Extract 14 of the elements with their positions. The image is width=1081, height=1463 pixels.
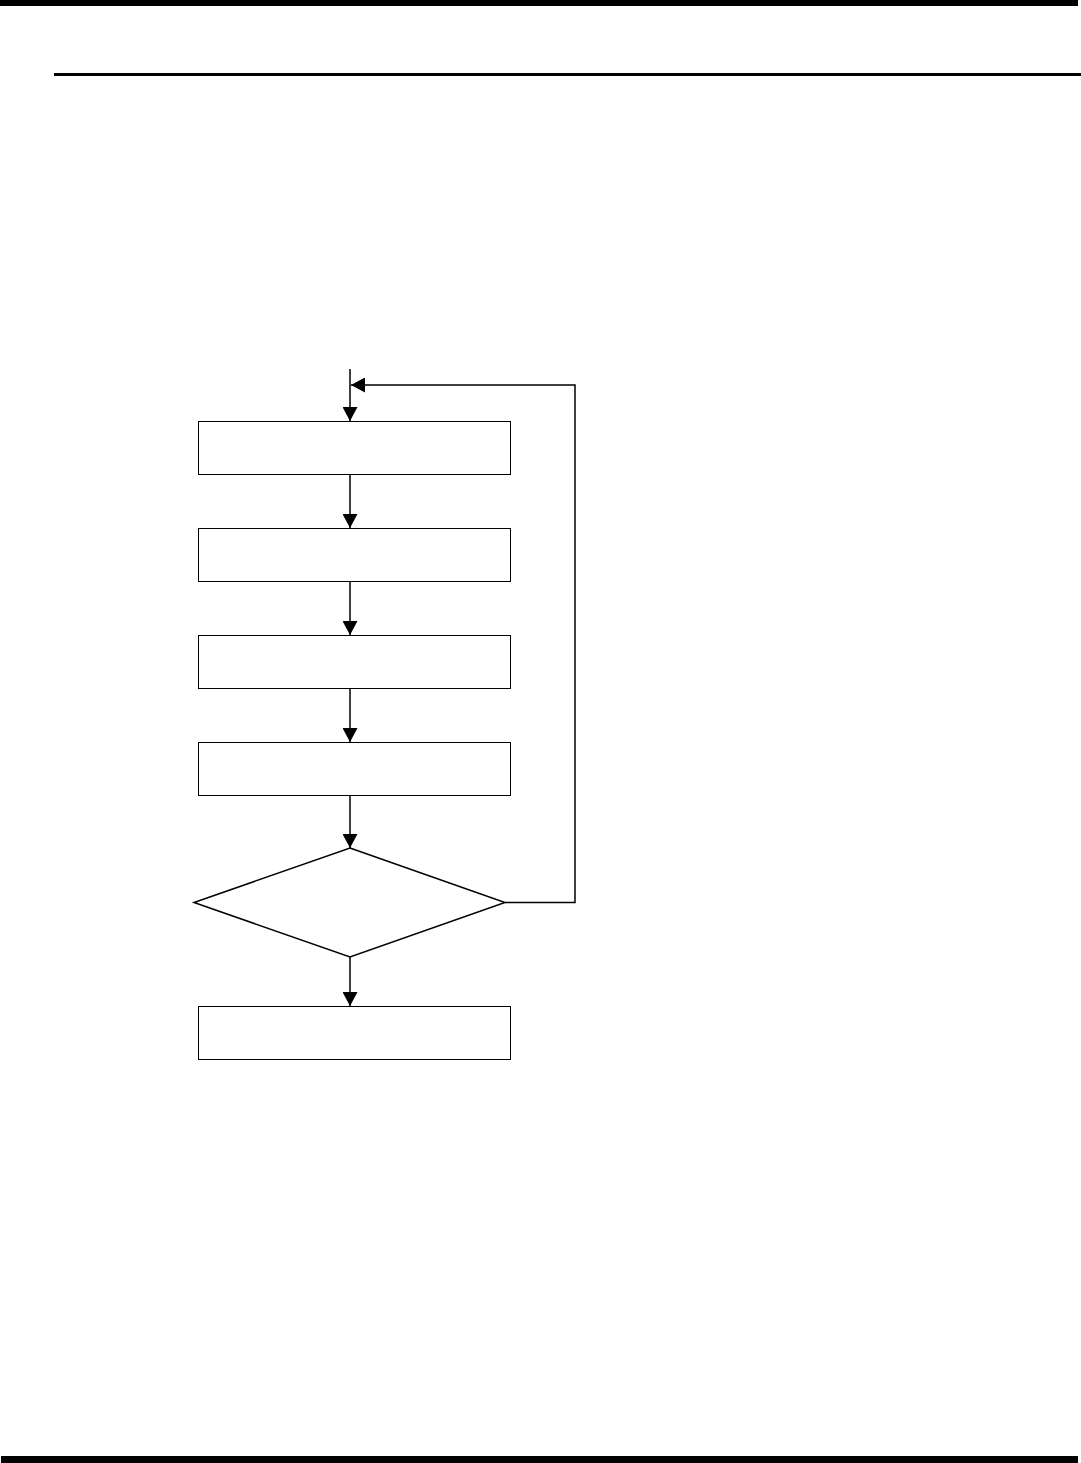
process-box — [198, 1006, 511, 1060]
process-box — [198, 742, 511, 796]
connector-line — [349, 368, 351, 386]
process-box — [198, 635, 511, 689]
arrow — [342, 956, 358, 1007]
arrow — [342, 474, 358, 529]
decision-diamond — [194, 848, 505, 957]
process-box — [198, 421, 511, 475]
loop-arrow — [350, 377, 576, 904]
process-box — [198, 528, 511, 582]
arrow — [342, 688, 358, 743]
arrow — [342, 795, 358, 849]
arrow — [342, 384, 358, 422]
arrow — [342, 581, 358, 636]
